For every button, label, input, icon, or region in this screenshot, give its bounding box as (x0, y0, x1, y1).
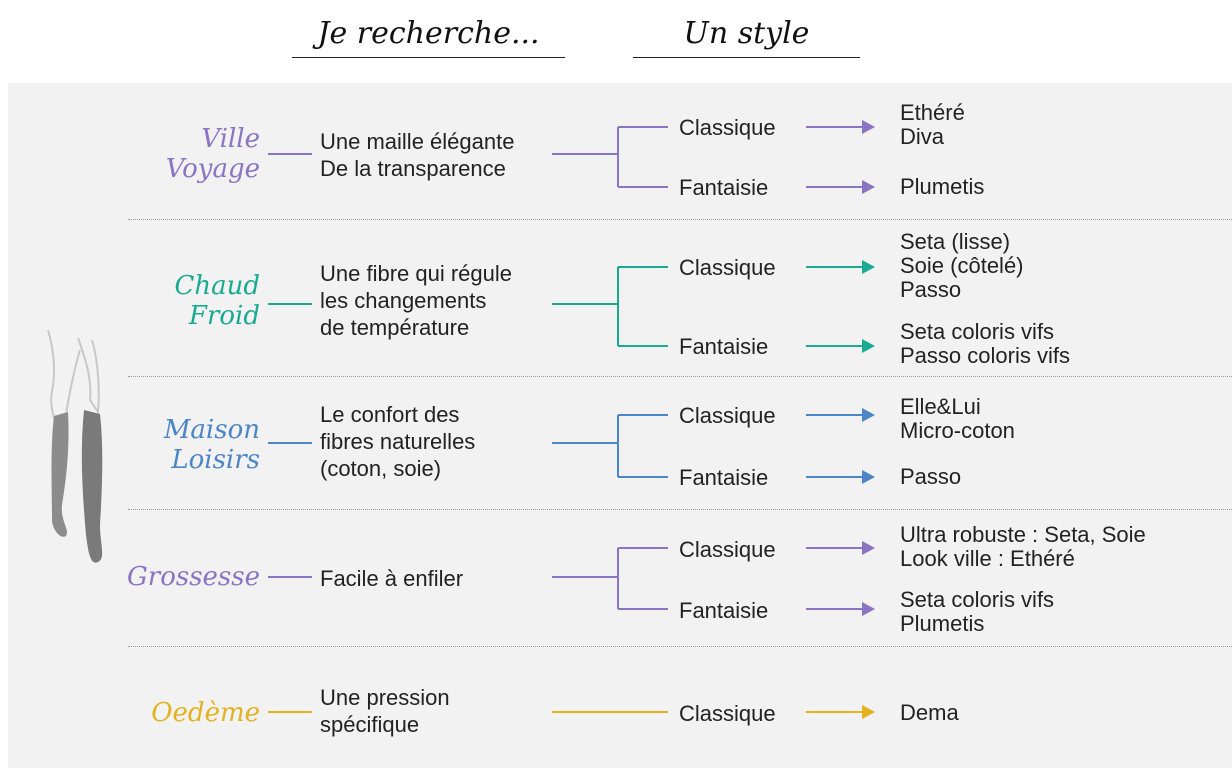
need-maison-loisirs: Le confort des fibres naturelles (coton,… (320, 402, 476, 481)
category-grossesse: Grossesse (127, 562, 260, 592)
products-list: Elle&Lui Micro-coton (900, 394, 1015, 443)
style-classique: Classique (679, 537, 776, 562)
need-ville-voyage: Une maille élégante De la transparence (320, 129, 515, 181)
arrow-head-icon (862, 705, 875, 719)
row-separator (128, 646, 1232, 647)
arrow-head-icon (862, 602, 875, 616)
arrow-head-icon (862, 180, 875, 194)
style-fantaisie: Fantaisie (679, 598, 769, 623)
style-classique: Classique (679, 701, 776, 726)
products-list: Dema (900, 700, 959, 725)
header-left-title: Je recherche... (317, 16, 540, 51)
row-separator (128, 509, 1232, 510)
products-list: Ultra robuste : Seta, Soie Look ville : … (900, 522, 1146, 571)
products-list: Seta coloris vifs Passo coloris vifs (900, 319, 1070, 368)
style-classique: Classique (679, 115, 776, 140)
header-right-underline (633, 57, 860, 58)
row-separator (128, 376, 1232, 377)
category-oedeme: Oedème (151, 698, 260, 728)
category-maison-loisirs: Maison Loisirs (163, 415, 260, 475)
legs-stockings-icon (47, 330, 103, 563)
products-list: Seta (lisse) Soie (côtelé) Passo (900, 229, 1024, 302)
arrow-head-icon (862, 260, 875, 274)
style-fantaisie: Fantaisie (679, 175, 769, 200)
category-chaud-froid: Chaud Froid (174, 271, 260, 331)
need-chaud-froid: Une fibre qui régule les changements de … (320, 261, 513, 340)
header-right-title: Un style (683, 16, 810, 51)
style-classique: Classique (679, 403, 776, 428)
products-list: Seta coloris vifs Plumetis (900, 587, 1055, 636)
arrow-head-icon (862, 339, 875, 353)
category-ville-voyage: Ville Voyage (165, 124, 260, 184)
arrow-head-icon (862, 120, 875, 134)
style-classique: Classique (679, 255, 776, 280)
header-left-underline (292, 57, 565, 58)
products-list: Passo (900, 464, 962, 489)
products-list: Plumetis (900, 174, 985, 199)
style-fantaisie: Fantaisie (679, 334, 769, 359)
arrow-head-icon (862, 408, 875, 422)
arrow-head-icon (862, 470, 875, 484)
need-grossesse: Facile à enfiler (320, 566, 464, 591)
style-fantaisie: Fantaisie (679, 465, 769, 490)
need-oedeme: Une pression spécifique (320, 685, 450, 737)
row-separator (128, 219, 1232, 220)
products-list: Ethéré Diva (900, 100, 965, 149)
selection-panel (8, 83, 1232, 768)
arrow-head-icon (862, 541, 875, 555)
